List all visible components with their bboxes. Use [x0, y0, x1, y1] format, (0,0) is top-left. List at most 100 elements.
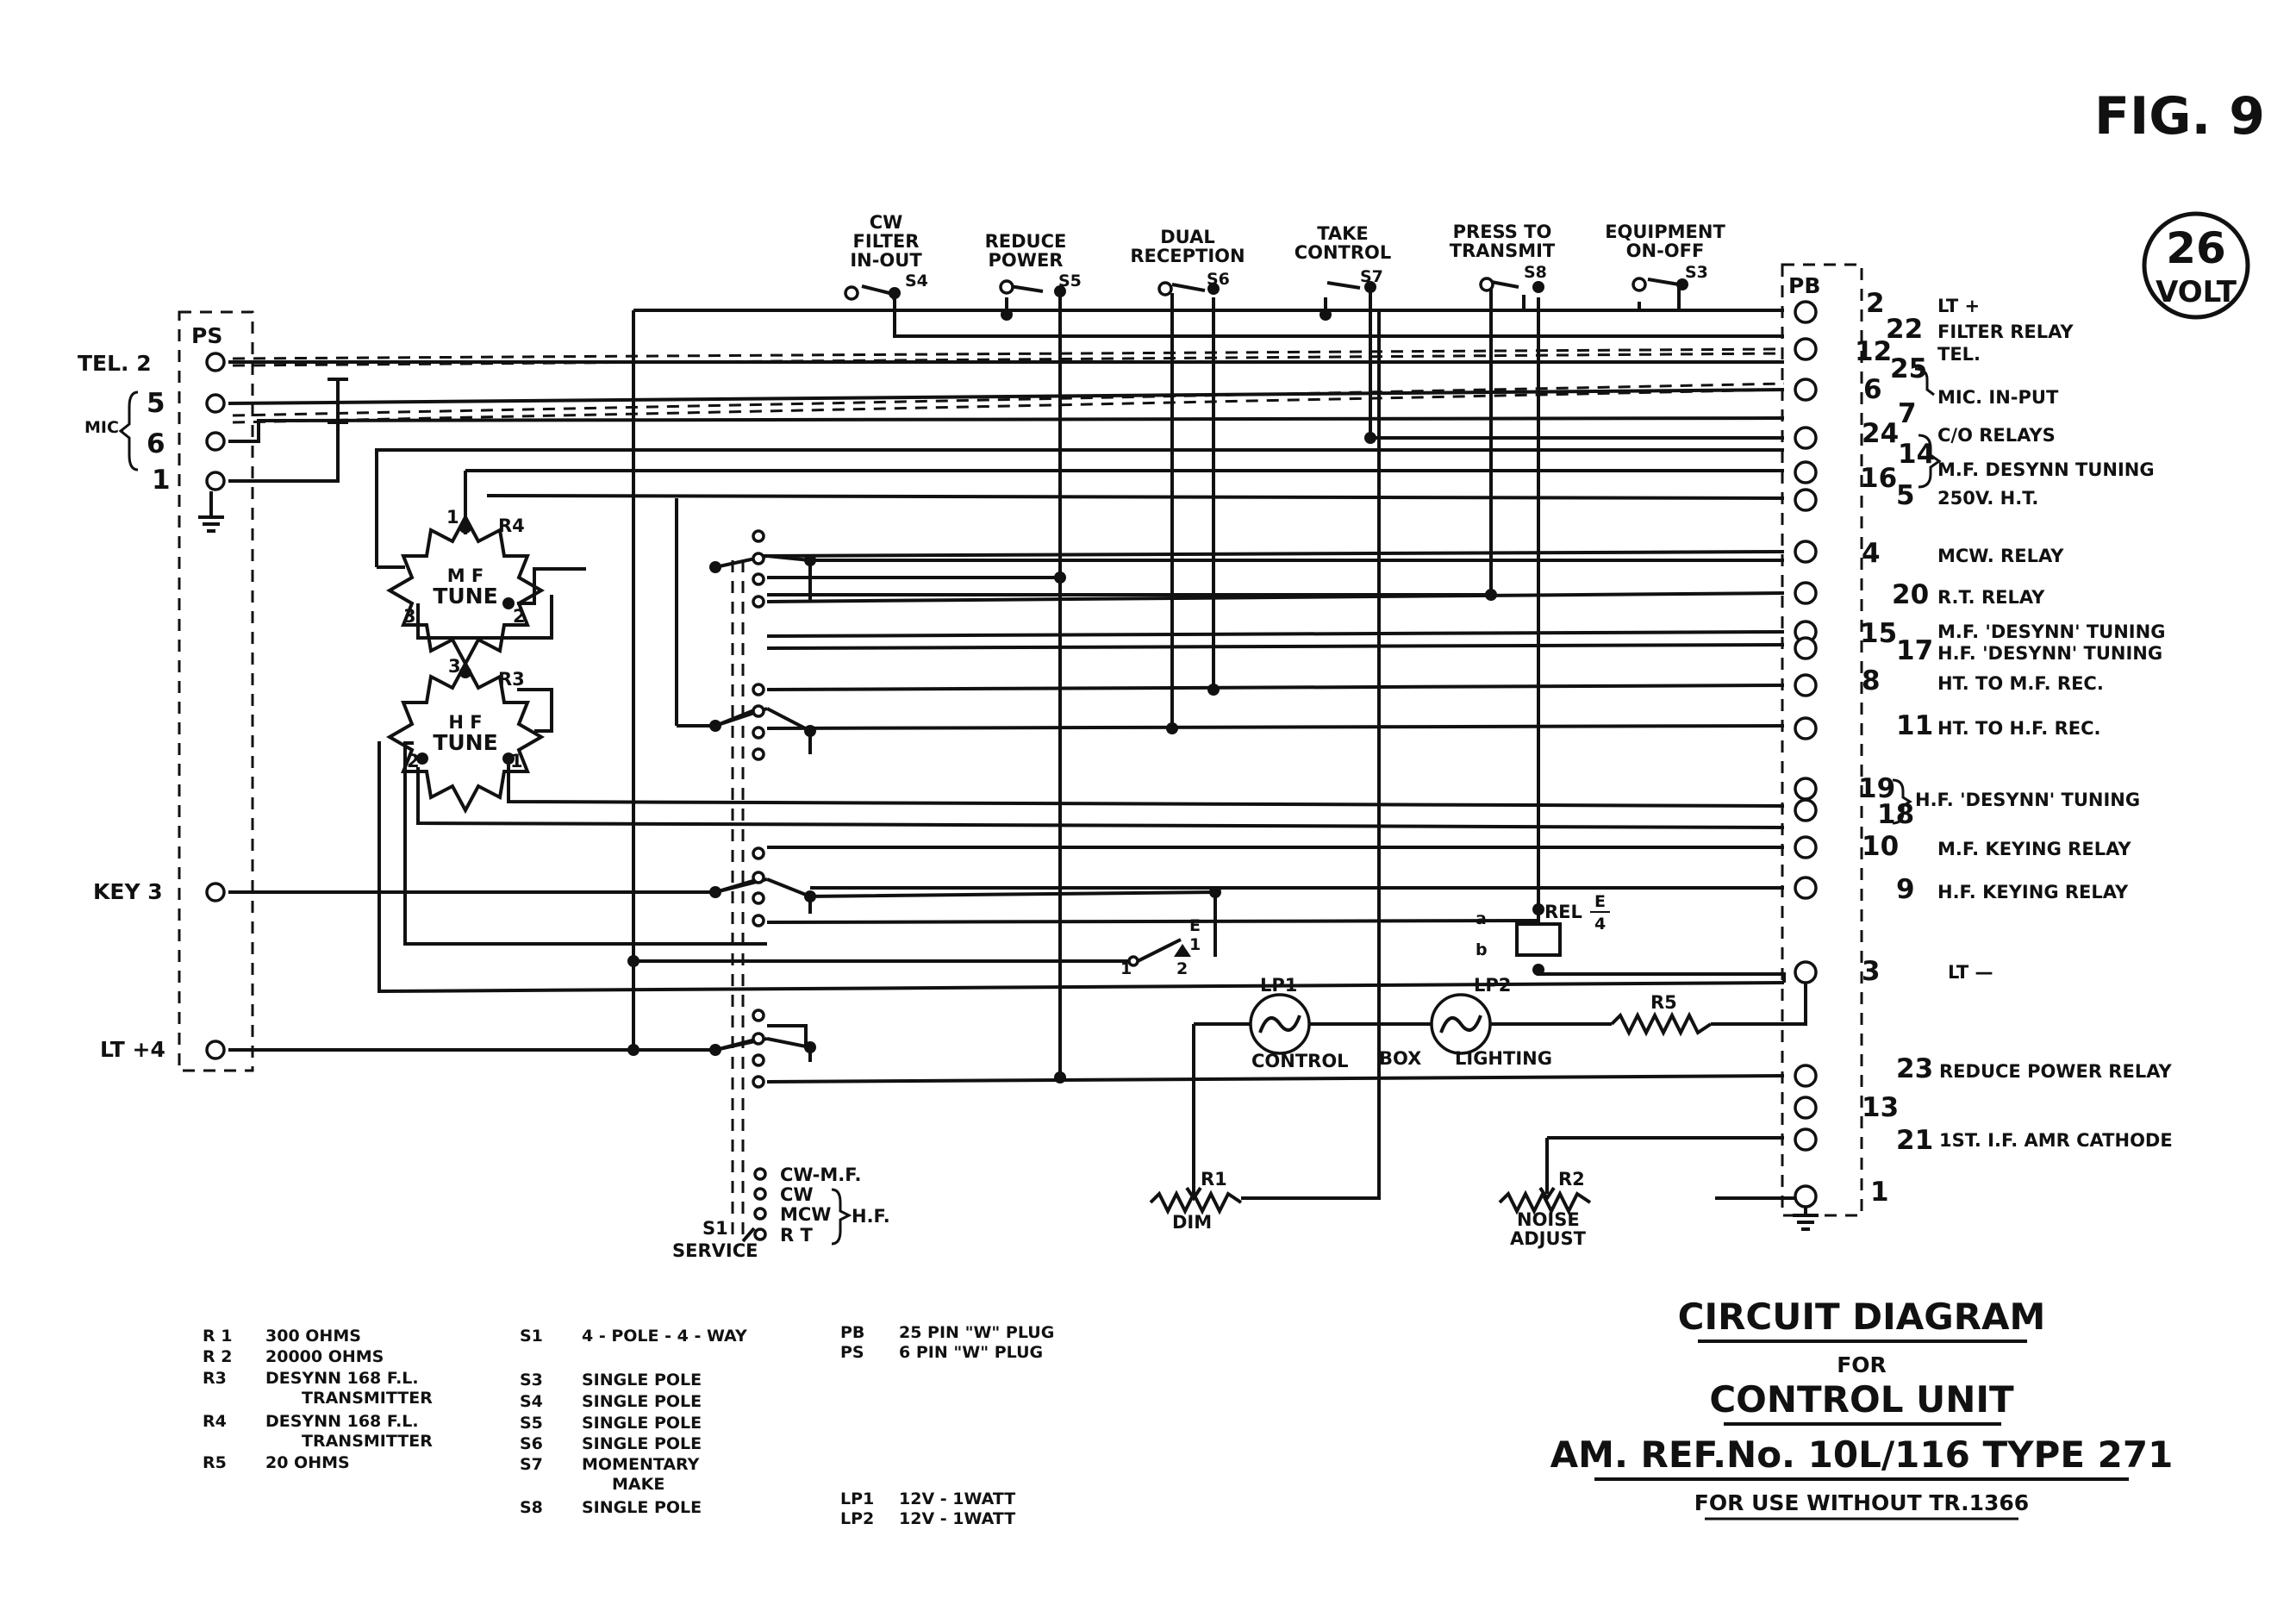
svg-text:12V - 1WATT: 12V - 1WATT — [899, 1509, 1015, 1528]
svg-text:TEL. 2: TEL. 2 — [78, 351, 152, 376]
lamp-lp1: LP1 — [1249, 975, 1311, 1055]
svg-text:21: 21 — [1896, 1125, 1933, 1156]
svg-text:S7: S7 — [520, 1455, 543, 1474]
svg-text:REDUCE: REDUCE — [985, 231, 1067, 252]
svg-text:S1: S1 — [520, 1327, 543, 1346]
svg-text:IN-OUT: IN-OUT — [850, 250, 922, 271]
svg-text:TRANSMITTER: TRANSMITTER — [302, 1389, 433, 1408]
svg-text:TRANSMITTER: TRANSMITTER — [302, 1432, 433, 1451]
svg-text:HT. TO H.F. REC.: HT. TO H.F. REC. — [1937, 718, 2101, 739]
figure-label: FIG. 9 — [2094, 86, 2265, 147]
svg-text:26: 26 — [2166, 223, 2226, 273]
svg-text:PB: PB — [840, 1323, 864, 1342]
svg-text:H F: H F — [448, 712, 482, 733]
svg-text:C/O RELAYS: C/O RELAYS — [1937, 425, 2056, 446]
svg-text:2: 2 — [513, 606, 526, 627]
svg-text:13: 13 — [1862, 1092, 1899, 1123]
svg-text:H.F.: H.F. — [852, 1206, 890, 1227]
svg-text:23: 23 — [1896, 1053, 1933, 1084]
svg-text:H.F. 'DESYNN' TUNING: H.F. 'DESYNN' TUNING — [1937, 643, 2162, 664]
resistor-r2: R2 NOISE ADJUST — [1498, 1169, 1592, 1249]
svg-text:FOR: FOR — [1837, 1352, 1887, 1377]
svg-text:LT +: LT + — [1937, 296, 1980, 316]
svg-text:CONTROL: CONTROL — [1251, 1051, 1349, 1071]
svg-text:S3: S3 — [520, 1371, 543, 1390]
svg-text:BOX: BOX — [1379, 1048, 1421, 1069]
svg-text:12V - 1WATT: 12V - 1WATT — [899, 1489, 1015, 1508]
svg-text:R3: R3 — [498, 669, 525, 690]
svg-text:SINGLE POLE: SINGLE POLE — [582, 1392, 702, 1411]
svg-text:R 2: R 2 — [203, 1347, 232, 1366]
svg-text:LT +4: LT +4 — [100, 1037, 165, 1062]
svg-text:2: 2 — [1176, 959, 1188, 978]
svg-text:LP1: LP1 — [840, 1489, 874, 1508]
svg-text:24: 24 — [1862, 418, 1899, 449]
svg-text:R T: R T — [780, 1225, 813, 1246]
svg-text:AM. REF.No. 10L/116 TYPE 271: AM. REF.No. 10L/116 TYPE 271 — [1550, 1433, 2174, 1476]
svg-text:FOR USE WITHOUT TR.1366: FOR USE WITHOUT TR.1366 — [1694, 1490, 2029, 1515]
desynn-hf-tune: H F TUNE R3 1 2 3 — [385, 656, 546, 815]
svg-text:PS: PS — [191, 323, 222, 348]
svg-text:S8: S8 — [1524, 263, 1547, 282]
svg-text:FILTER: FILTER — [853, 231, 920, 252]
svg-text:6 PIN "W" PLUG: 6 PIN "W" PLUG — [899, 1343, 1043, 1362]
service-switch-s1: CW-M.F. CW MCW R T H.F. S1 SERVICE — [672, 1165, 890, 1261]
svg-text:MOMENTARY: MOMENTARY — [582, 1455, 700, 1474]
svg-text:11: 11 — [1896, 710, 1933, 741]
pb-terminals — [1794, 300, 1818, 1208]
desynn-mf-tune: M F TUNE R4 1 2 3 — [385, 507, 546, 668]
svg-text:SINGLE POLE: SINGLE POLE — [582, 1414, 702, 1433]
svg-text:15: 15 — [1860, 618, 1897, 649]
svg-text:FILTER RELAY: FILTER RELAY — [1937, 322, 2074, 342]
svg-text:S5: S5 — [1058, 272, 1082, 290]
svg-text:CW: CW — [870, 212, 903, 233]
svg-text:6: 6 — [147, 428, 165, 459]
svg-text:S5: S5 — [520, 1414, 543, 1433]
svg-text:M.F. DESYNN TUNING: M.F. DESYNN TUNING — [1937, 459, 2155, 480]
svg-text:2: 2 — [1866, 288, 1885, 319]
svg-text:TRANSMIT: TRANSMIT — [1450, 240, 1556, 261]
svg-text:3: 3 — [448, 656, 461, 677]
svg-text:1: 1 — [1189, 935, 1201, 954]
svg-text:LT —: LT — — [1948, 962, 1993, 983]
svg-text:CIRCUIT DIAGRAM: CIRCUIT DIAGRAM — [1678, 1296, 2046, 1338]
svg-text:DESYNN 168 F.L.: DESYNN 168 F.L. — [265, 1412, 419, 1431]
svg-text:20: 20 — [1892, 579, 1929, 610]
svg-text:H.F. KEYING RELAY: H.F. KEYING RELAY — [1937, 882, 2129, 902]
plug-ps: PS TEL. 2 5 6 MIC. 1 KEY 3 LT +4 — [78, 310, 254, 1072]
svg-text:PRESS TO: PRESS TO — [1453, 222, 1552, 242]
wafer-contacts — [752, 529, 765, 1089]
svg-text:EQUIPMENT: EQUIPMENT — [1605, 222, 1725, 242]
svg-text:MAKE: MAKE — [612, 1475, 664, 1494]
svg-text:10: 10 — [1862, 831, 1899, 862]
svg-text:20 OHMS: 20 OHMS — [265, 1453, 350, 1472]
lamp-lp2: LP2 — [1430, 975, 1511, 1055]
svg-text:5: 5 — [1896, 480, 1915, 511]
svg-text:17: 17 — [1896, 635, 1933, 666]
svg-text:7: 7 — [1898, 398, 1917, 429]
svg-text:MIC.: MIC. — [84, 418, 125, 437]
svg-text:R5: R5 — [1650, 992, 1677, 1013]
svg-text:16: 16 — [1860, 463, 1897, 494]
svg-text:LP2: LP2 — [840, 1509, 874, 1528]
svg-text:ADJUST: ADJUST — [1510, 1228, 1587, 1249]
svg-text:S4: S4 — [520, 1392, 543, 1411]
svg-text:2: 2 — [407, 751, 420, 771]
svg-text:9: 9 — [1896, 874, 1915, 905]
svg-text:R1: R1 — [1201, 1169, 1227, 1190]
svg-text:3: 3 — [403, 606, 416, 627]
resistor-r1: R1 DIM — [1149, 1169, 1243, 1233]
svg-text:MIC. IN-PUT: MIC. IN-PUT — [1937, 387, 2059, 408]
svg-text:M F: M F — [447, 565, 484, 586]
svg-text:R4: R4 — [498, 515, 525, 536]
switch-labels: CW FILTER IN-OUT S4 REDUCE POWER S5 DUAL… — [850, 212, 1725, 290]
svg-text:S6: S6 — [520, 1434, 543, 1453]
svg-text:4 - POLE - 4 - WAY: 4 - POLE - 4 - WAY — [582, 1327, 747, 1346]
svg-text:19: 19 — [1858, 773, 1895, 804]
svg-text:DUAL: DUAL — [1160, 227, 1214, 247]
plug-pb: PB — [1781, 263, 1863, 1217]
svg-text:250V. H.T.: 250V. H.T. — [1937, 488, 2038, 509]
svg-text:LIGHTING: LIGHTING — [1455, 1048, 1552, 1069]
svg-text:12: 12 — [1855, 336, 1892, 367]
